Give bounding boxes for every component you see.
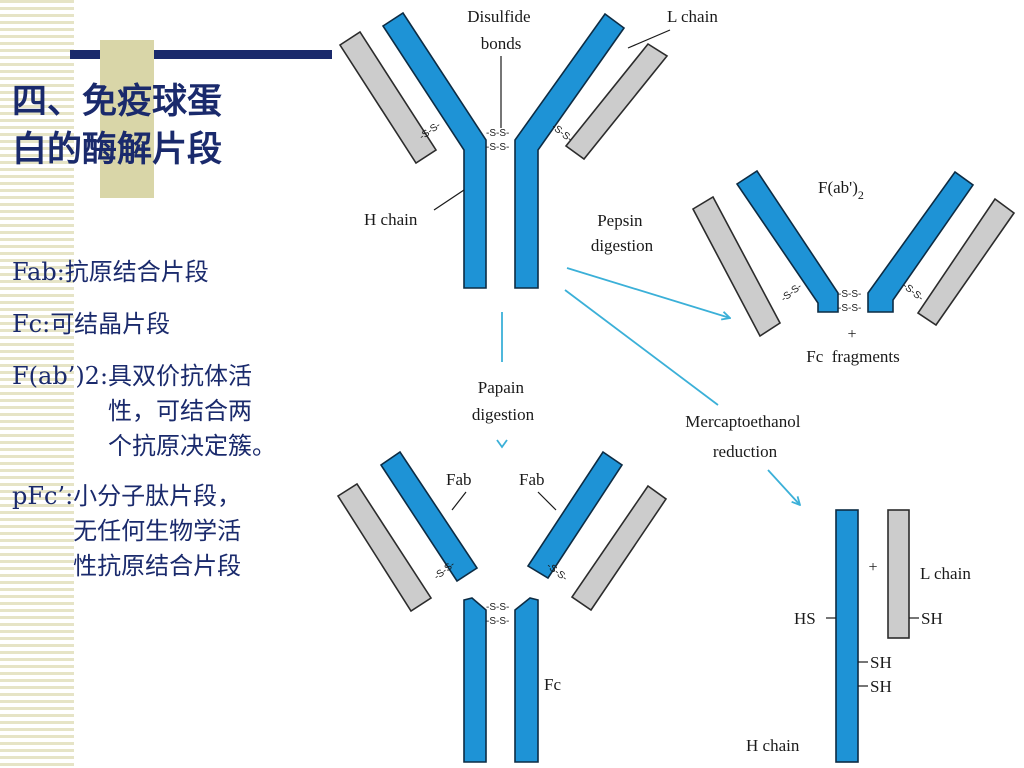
mercapto-arrow-lower (767, 469, 800, 505)
fab-right-leader (537, 491, 557, 511)
fab-fragment-right: -S-S- (526, 450, 668, 612)
note-desc-line: 性，可结合两 (108, 397, 253, 425)
l-chain-leader (627, 29, 671, 49)
striped-margin (0, 0, 74, 768)
note-term: Fc: (12, 310, 51, 338)
decorative-block (100, 40, 154, 198)
note-desc: 可结晶片段 (50, 307, 170, 342)
heavy-chain-right (514, 597, 539, 763)
plus-sign: + (847, 326, 856, 343)
note-desc: 抗原结合片段 (65, 255, 209, 290)
sh-label: SH (870, 653, 892, 672)
fc-label: Fc (544, 675, 561, 694)
slide-title: 四、免疫球蛋 白的酶解片段 (12, 78, 222, 174)
intact-antibody: -S-S- -S-S- -S-S- -S-S- Disulfide bonds … (338, 7, 718, 289)
disulfide-mark: -S-S- (486, 616, 509, 627)
light-chain-right (916, 197, 1016, 327)
disulfide-mark: -S-S- (486, 128, 509, 139)
fc-fragments-label: Fc fragments (806, 347, 899, 366)
fab-left-label: Fab (446, 470, 472, 489)
note-desc-line: 小分子肽片段， (73, 482, 242, 510)
title-line: 白的酶解片段 (12, 129, 223, 170)
note-fab2: F(ab’)2: 具双价抗体活 性，可结合两 个抗原决定簇。 (12, 359, 342, 464)
reduced-chains (826, 509, 919, 763)
note-term: F(ab’)2: (12, 362, 109, 390)
papain-arrowhead (496, 439, 508, 449)
heavy-chain-left (381, 11, 487, 289)
papain-digestion-label: Papain digestion (472, 378, 535, 424)
h-chain-leader (433, 189, 465, 211)
note-desc-line: 具双价抗体活 (108, 362, 253, 390)
disulfide-mark: -S-S- (900, 281, 925, 304)
light-chain (336, 482, 433, 613)
mercapto-arrow (564, 289, 719, 406)
fab-fragment-left: -S-S- (336, 450, 479, 613)
sh-label: SH (921, 609, 943, 628)
disulfide-mark: -S-S- (838, 289, 861, 300)
heavy-chain-left (735, 169, 839, 313)
note-fab: Fab: 抗原结合片段 (12, 255, 342, 290)
plus-sign: + (868, 559, 877, 576)
disulfide-mark: -S-S- (544, 561, 569, 584)
note-desc-line: 个抗原决定簇。 (108, 432, 277, 460)
light-chain-left (691, 195, 782, 338)
note-pfc: pFc’: 小分子肽片段， 无任何生物学活 性抗原结合片段 (12, 479, 342, 584)
title-line: 四、免疫球蛋 (12, 81, 223, 122)
heavy-chain-right (514, 12, 626, 289)
fab2-label: F(ab')2 (818, 178, 864, 202)
note-desc-line: 可结晶片段 (50, 310, 171, 338)
note-desc: 小分子肽片段， 无任何生物学活 性抗原结合片段 (73, 479, 241, 584)
light-chain (887, 509, 910, 639)
note-desc-line: 性抗原结合片段 (73, 552, 242, 580)
fragment-notes: Fab: 抗原结合片段 Fc: 可结晶片段 F(ab’)2: 具双价抗体活 性，… (12, 255, 342, 599)
heavy-chain (835, 509, 859, 763)
disulfide-mark: -S-S- (486, 602, 509, 613)
fab-left-leader (451, 491, 467, 511)
pepsin-arrow (566, 267, 730, 318)
light-chain (570, 484, 668, 612)
light-chain-right (564, 42, 669, 161)
disulfide-mark: -S-S- (486, 142, 509, 153)
note-desc: 具双价抗体活 性，可结合两 个抗原决定簇。 (108, 359, 276, 464)
sh-label: SH (870, 677, 892, 696)
disulfide-mark: -S-S- (779, 281, 804, 304)
fab2-fragment: -S-S- -S-S- -S-S- -S-S- (691, 169, 1016, 338)
disulfide-mark: -S-S- (838, 303, 861, 314)
heavy-chain (379, 450, 479, 583)
heavy-chain-left (463, 597, 487, 763)
disulfide-bonds-label: Disulfide bonds (467, 7, 535, 53)
decorative-bar (70, 50, 332, 59)
hs-label: HS (794, 609, 816, 628)
heavy-chain (526, 450, 624, 580)
fc-fragment: -S-S- -S-S- (463, 597, 539, 763)
h-chain-label: H chain (746, 736, 800, 755)
note-desc-line: 无任何生物学活 (73, 517, 242, 545)
h-chain-label: H chain (364, 210, 418, 229)
fab-right-label: Fab (519, 470, 545, 489)
light-chain-left (338, 30, 438, 165)
heavy-chain-right (867, 170, 975, 313)
note-term: Fab: (12, 258, 65, 286)
pepsin-digestion-label: Pepsin digestion (591, 211, 654, 255)
note-desc-line: 抗原结合片段 (64, 258, 209, 286)
l-chain-label: L chain (667, 7, 718, 26)
note-term: pFc’: (12, 482, 74, 510)
disulfide-mark: -S-S- (417, 120, 442, 142)
mercapto-reduction-label: Mercaptoethanol reduction (685, 412, 804, 461)
note-fc: Fc: 可结晶片段 (12, 307, 342, 342)
l-chain-label: L chain (920, 564, 971, 583)
